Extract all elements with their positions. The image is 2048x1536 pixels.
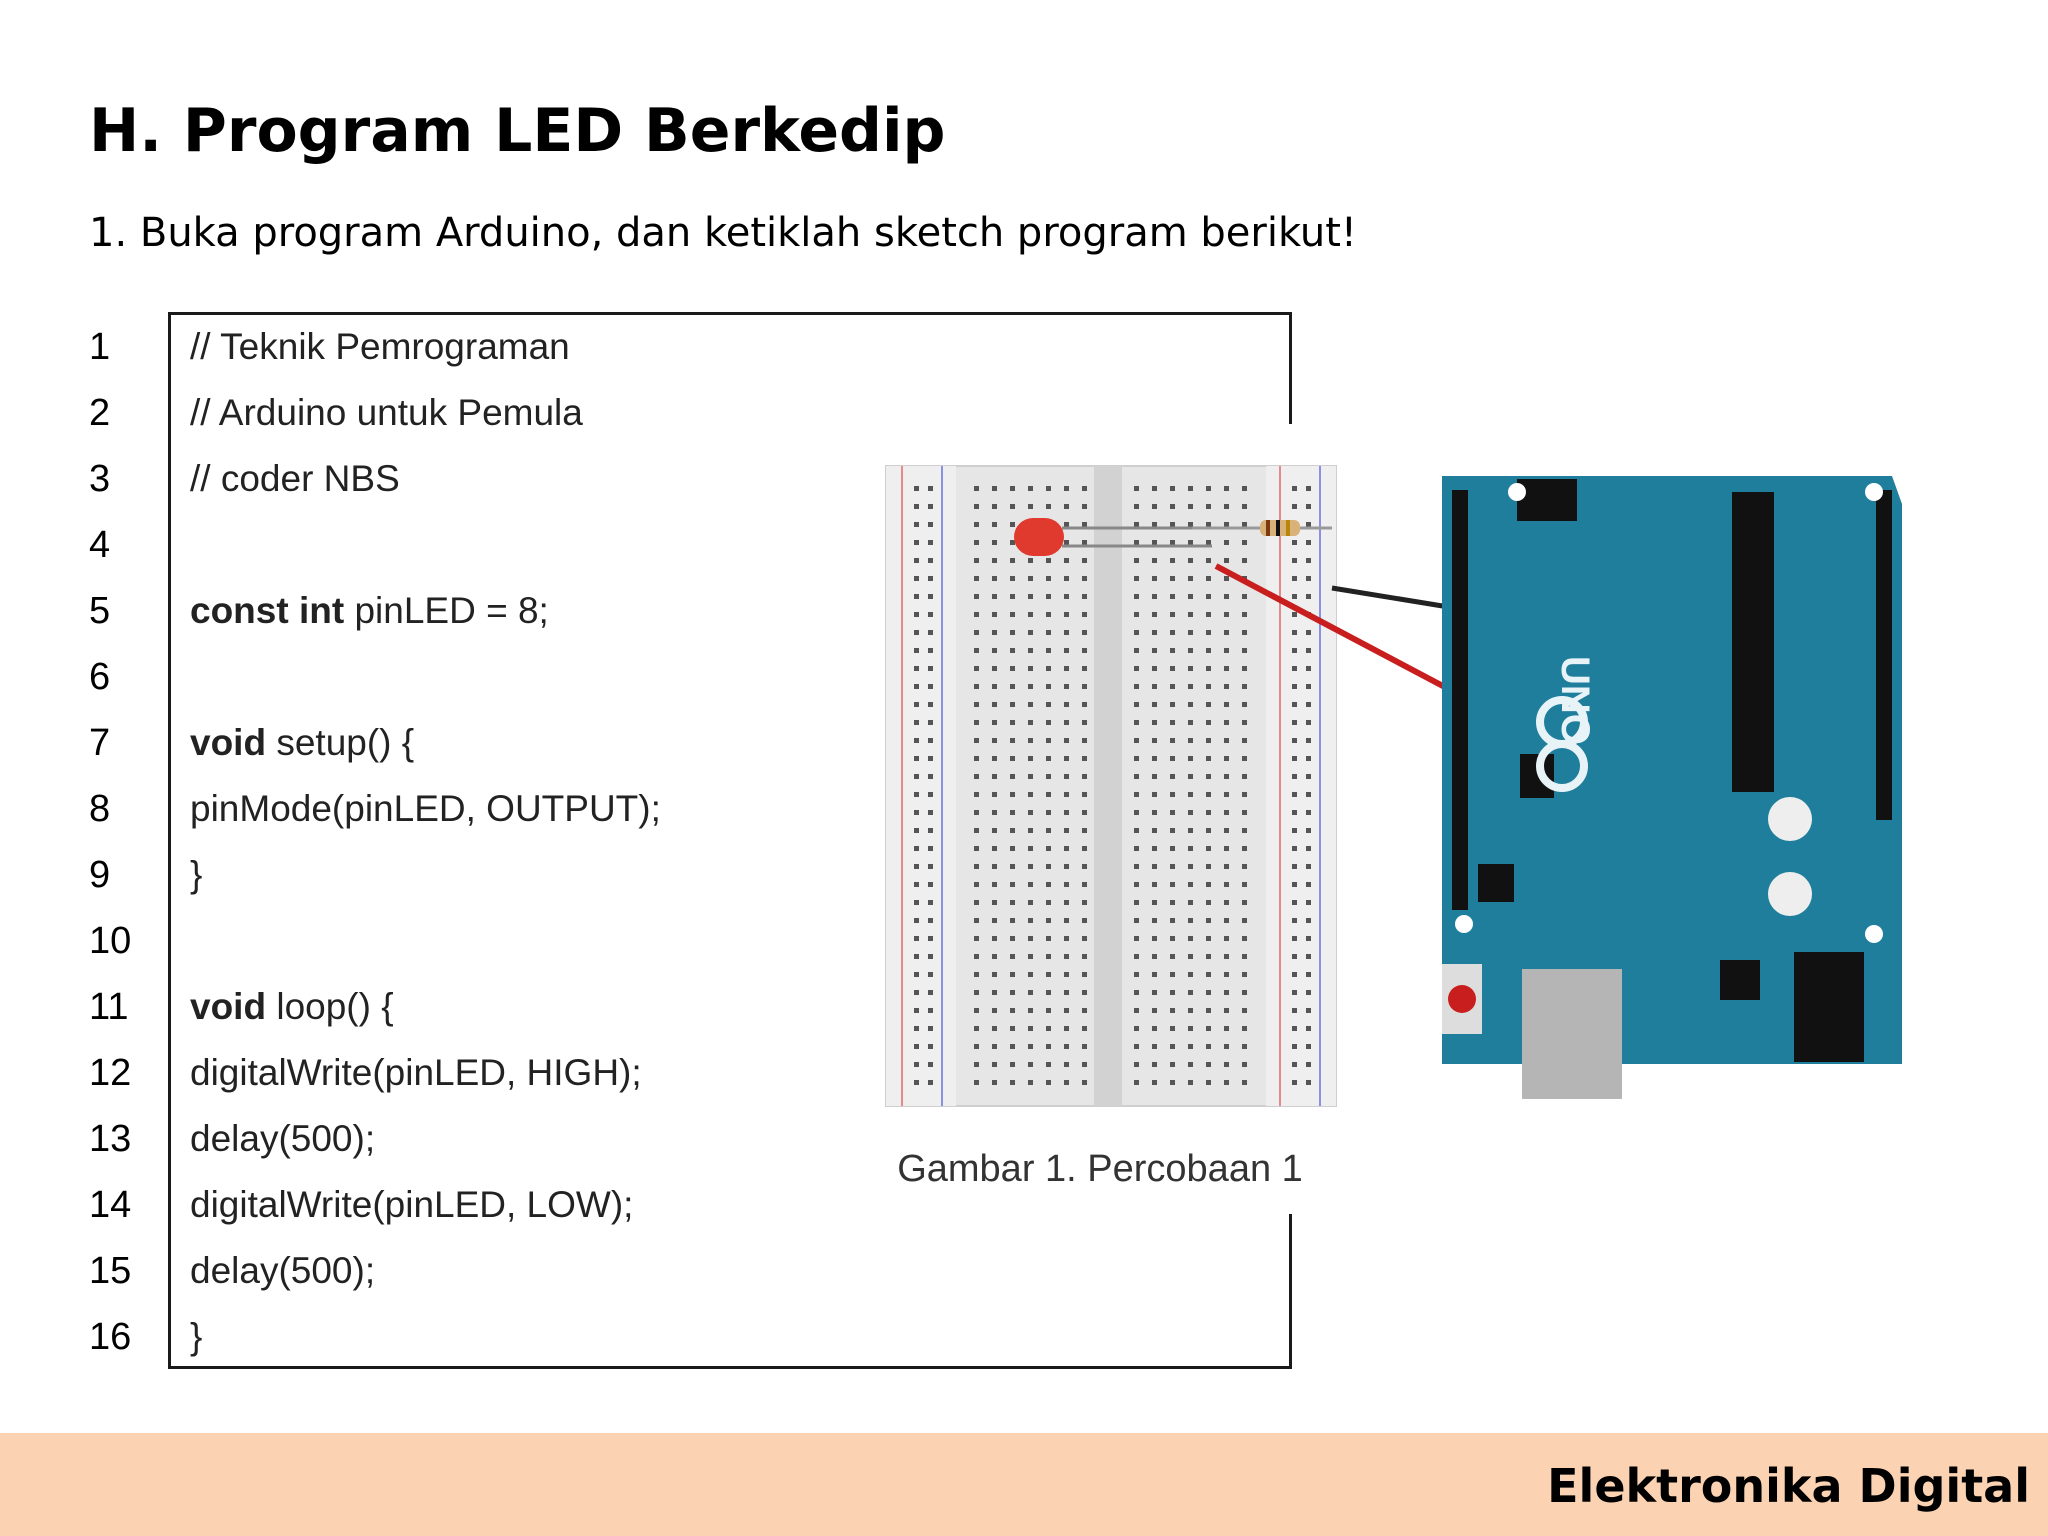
header-pins-right bbox=[1876, 490, 1892, 820]
resistor bbox=[1192, 520, 1332, 536]
arduino-board: UNO bbox=[1442, 476, 1902, 1099]
mount-hole bbox=[1865, 925, 1883, 943]
code-keyword: const int bbox=[190, 590, 345, 631]
code-line bbox=[190, 908, 661, 974]
line-number: 8 bbox=[89, 788, 111, 830]
code-line: } bbox=[190, 842, 661, 908]
mount-hole bbox=[1455, 915, 1473, 933]
line-number: 16 bbox=[89, 1316, 132, 1358]
line-number: 6 bbox=[89, 656, 111, 698]
code-text: // coder NBS bbox=[190, 458, 400, 499]
reset-button-cap bbox=[1448, 985, 1476, 1013]
led-body bbox=[1014, 518, 1064, 556]
code-line: digitalWrite(pinLED, HIGH); bbox=[190, 1040, 661, 1106]
line-number: 2 bbox=[89, 392, 111, 434]
arduino-logo bbox=[1536, 696, 1588, 792]
code-text: } bbox=[190, 854, 203, 895]
header-pins-left bbox=[1452, 490, 1468, 910]
code-text: // Arduino untuk Pemula bbox=[190, 392, 583, 433]
line-number: 9 bbox=[89, 854, 111, 896]
code-text: pinMode(pinLED, OUTPUT); bbox=[190, 788, 661, 829]
capacitor bbox=[1768, 797, 1812, 841]
regulator bbox=[1720, 960, 1760, 1000]
breadboard-rail-right bbox=[1266, 466, 1336, 1106]
line-number: 11 bbox=[89, 986, 129, 1028]
code-line: delay(500); bbox=[190, 1106, 661, 1172]
code-line: } bbox=[190, 1304, 661, 1370]
code-line: void loop() { bbox=[190, 974, 661, 1040]
line-number: 1 bbox=[89, 326, 111, 368]
code-line: // Arduino untuk Pemula bbox=[190, 380, 661, 446]
code-line: delay(500); bbox=[190, 1238, 661, 1304]
line-number: 7 bbox=[89, 722, 111, 764]
line-number: 4 bbox=[89, 524, 111, 566]
mount-hole bbox=[1508, 483, 1526, 501]
breadboard-center-channel bbox=[1094, 466, 1122, 1106]
code-text: delay(500); bbox=[190, 1250, 376, 1291]
code-lines: // Teknik Pemrograman // Arduino untuk P… bbox=[190, 314, 661, 1370]
line-number: 15 bbox=[89, 1250, 132, 1292]
code-text: setup() { bbox=[266, 722, 415, 763]
breadboard-rail-left bbox=[886, 466, 956, 1106]
breadboard-holes bbox=[914, 486, 1311, 1085]
code-line: digitalWrite(pinLED, LOW); bbox=[190, 1172, 661, 1238]
code-text: delay(500); bbox=[190, 1118, 376, 1159]
line-number: 14 bbox=[89, 1184, 132, 1226]
footer-course-title: Elektronika Digital bbox=[1547, 1459, 2030, 1513]
line-number: 12 bbox=[89, 1052, 132, 1094]
figure-caption: Gambar 1. Percobaan 1 bbox=[870, 1148, 1330, 1191]
code-line: // Teknik Pemrograman bbox=[190, 314, 661, 380]
code-text: } bbox=[190, 1316, 203, 1357]
led bbox=[1014, 518, 1212, 556]
code-text: digitalWrite(pinLED, HIGH); bbox=[190, 1052, 642, 1093]
code-line: // coder NBS bbox=[190, 446, 661, 512]
instruction-text: 1. Buka program Arduino, dan ketiklah sk… bbox=[89, 210, 1357, 256]
power-jack bbox=[1794, 952, 1864, 1062]
code-text: pinLED = 8; bbox=[344, 590, 549, 631]
code-line bbox=[190, 512, 661, 578]
code-line bbox=[190, 644, 661, 710]
line-number: 5 bbox=[89, 590, 111, 632]
code-line: const int pinLED = 8; bbox=[190, 578, 661, 644]
icsp-header bbox=[1517, 479, 1577, 521]
wire-signal bbox=[1214, 563, 1460, 697]
code-line: pinMode(pinLED, OUTPUT); bbox=[190, 776, 661, 842]
code-keyword: void bbox=[190, 722, 267, 763]
code-keyword: void bbox=[190, 986, 267, 1027]
line-numbers: 1 2 3 4 5 6 7 8 9 10 11 12 13 14 15 16 bbox=[89, 314, 159, 1370]
line-number: 3 bbox=[89, 458, 111, 500]
line-number: 13 bbox=[89, 1118, 132, 1160]
capacitor bbox=[1768, 872, 1812, 916]
icsp-header bbox=[1478, 864, 1514, 902]
code-text: // Teknik Pemrograman bbox=[190, 326, 570, 367]
code-line: void setup() { bbox=[190, 710, 661, 776]
usb-connector bbox=[1522, 969, 1622, 1099]
breadboard bbox=[885, 465, 1337, 1107]
code-text: digitalWrite(pinLED, LOW); bbox=[190, 1184, 634, 1225]
mount-hole bbox=[1865, 483, 1883, 501]
line-number: 10 bbox=[89, 920, 132, 962]
footer-bar: Elektronika Digital bbox=[0, 1433, 2048, 1536]
atmega-chip bbox=[1732, 492, 1774, 792]
circuit-diagram: UNO bbox=[885, 465, 1902, 1107]
code-text: loop() { bbox=[266, 986, 394, 1027]
circuit-figure: UNO bbox=[862, 424, 1922, 1214]
slide-title: H. Program LED Berkedip bbox=[89, 96, 946, 166]
arduino-pcb bbox=[1442, 476, 1902, 1064]
